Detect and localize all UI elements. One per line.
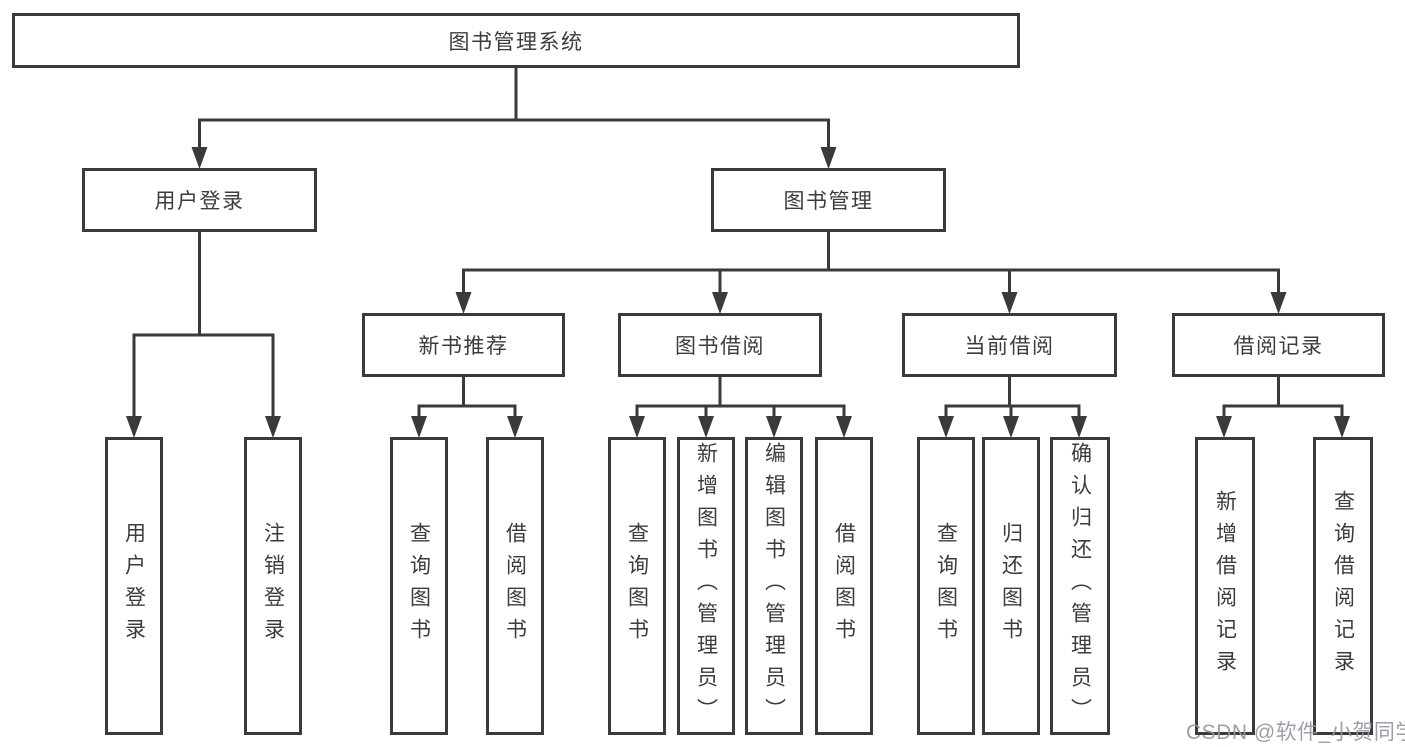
node-user-login: 用户登录	[82, 168, 317, 232]
csdn-watermark: CSDN @软件_小贺同学	[1186, 721, 1405, 744]
leaf-br-add-record-label: 新增借阅记录	[1213, 490, 1237, 682]
leaf-cb-confirm-return-admin: 确认归还（管理员）	[1050, 437, 1110, 735]
leaf-bb-query-books: 查询图书	[608, 437, 666, 735]
leaf-cb-return-books: 归还图书	[982, 437, 1040, 735]
connector-newbooks-to-leaves	[417, 377, 517, 419]
leaf-cb-query-books-label: 查询图书	[934, 522, 958, 650]
leaf-logout-label: 注销登录	[261, 522, 285, 650]
connector-login-to-leaves	[132, 232, 275, 419]
node-borrow-records: 借阅记录	[1172, 313, 1385, 377]
node-root-system: 图书管理系统	[12, 13, 1020, 68]
leaf-bb-borrow-books: 借阅图书	[815, 437, 873, 735]
node-user-login-label: 用户登录	[154, 190, 245, 213]
node-new-book-recommend-label: 新书推荐	[418, 335, 509, 358]
node-book-borrow: 图书借阅	[618, 313, 822, 377]
leaf-bb-add-books-admin-label: 新增图书（管理员）	[694, 442, 718, 730]
connector-records-to-leaves	[1222, 377, 1344, 419]
leaf-br-add-record: 新增借阅记录	[1195, 437, 1255, 735]
node-current-borrow-label: 当前借阅	[964, 335, 1055, 358]
leaf-nbr-query-books: 查询图书	[390, 437, 448, 735]
connector-bookmgmt-to-level3	[462, 232, 1280, 295]
leaf-nbr-borrow-books: 借阅图书	[486, 437, 544, 735]
leaf-bb-edit-books-admin-label: 编辑图书（管理员）	[762, 442, 786, 730]
leaf-user-login: 用户登录	[105, 437, 163, 735]
leaf-bb-query-books-label: 查询图书	[625, 522, 649, 650]
node-book-borrow-label: 图书借阅	[675, 335, 765, 358]
connector-current-to-leaves	[944, 377, 1081, 419]
leaf-br-query-record-label: 查询借阅记录	[1331, 490, 1355, 682]
leaf-bb-add-books-admin: 新增图书（管理员）	[677, 437, 735, 735]
node-root-label: 图书管理系统	[448, 30, 584, 54]
connector-borrow-to-leaves	[635, 377, 846, 419]
leaf-br-query-record: 查询借阅记录	[1313, 437, 1373, 735]
leaf-cb-query-books: 查询图书	[917, 437, 975, 735]
node-new-book-recommend: 新书推荐	[362, 313, 565, 377]
connector-root-to-level2	[198, 68, 830, 150]
leaf-cb-return-books-label: 归还图书	[999, 522, 1023, 650]
leaf-logout: 注销登录	[244, 437, 302, 735]
leaf-bb-borrow-books-label: 借阅图书	[832, 522, 856, 650]
leaf-cb-confirm-return-admin-label: 确认归还（管理员）	[1068, 442, 1092, 730]
node-borrow-records-label: 借阅记录	[1233, 335, 1324, 358]
leaf-nbr-borrow-books-label: 借阅图书	[503, 522, 527, 650]
node-book-management: 图书管理	[711, 168, 946, 232]
node-current-borrow: 当前借阅	[902, 313, 1117, 377]
leaf-nbr-query-books-label: 查询图书	[407, 522, 431, 650]
node-book-management-label: 图书管理	[783, 190, 874, 213]
leaf-bb-edit-books-admin: 编辑图书（管理员）	[745, 437, 803, 735]
leaf-user-login-label: 用户登录	[122, 522, 146, 650]
